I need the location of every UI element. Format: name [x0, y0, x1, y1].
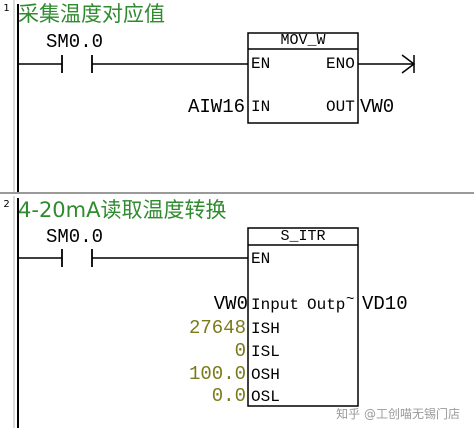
watermark: 知乎 @工创喵无锡门店 [336, 407, 460, 421]
s-itr-output-operand[interactable]: VD10 [362, 293, 408, 315]
rung1-contact-label: SM0.0 [46, 31, 104, 53]
s-itr-title: S_ITR [280, 228, 326, 245]
rung2-title: 4-20mA读取温度转换 [18, 198, 227, 222]
s-itr-pin-osl: OSL [251, 388, 280, 406]
s-itr-pin-osh: OSH [251, 366, 280, 384]
mov-w-pin-eno: ENO [326, 55, 355, 73]
rung2-contact-label: SM0.0 [46, 226, 104, 248]
s-itr-input-operand[interactable]: VW0 [213, 293, 248, 315]
mov-w-pin-in: IN [251, 98, 271, 116]
s-itr-osh-value[interactable]: 100.0 [188, 363, 246, 385]
mov-w-block[interactable] [247, 32, 359, 124]
s-itr-pin-outp: Outp [307, 296, 346, 314]
s-itr-pin-en: EN [251, 250, 271, 268]
rung2-number: 2 [3, 199, 10, 210]
mov-w-in-operand[interactable]: AIW16 [188, 96, 246, 118]
rung1-number: 1 [3, 3, 10, 14]
tilde-connector-icon: ~ [346, 292, 355, 308]
s-itr-ish-value[interactable]: 27648 [188, 317, 246, 339]
rung1-title: 采集温度对应值 [18, 2, 165, 26]
eno-output-wire [358, 54, 416, 74]
mov-w-pin-out: OUT [326, 98, 355, 116]
s-itr-block[interactable] [247, 227, 359, 407]
rung2-contact[interactable] [18, 249, 248, 267]
s-itr-pin-isl: ISL [251, 343, 280, 361]
mov-w-title: MOV_W [280, 32, 326, 49]
s-itr-isl-value[interactable]: 0 [234, 340, 246, 362]
s-itr-pin-input: Input [251, 296, 300, 314]
mov-w-pin-en: EN [251, 55, 271, 73]
mov-w-out-operand[interactable]: VW0 [360, 96, 395, 118]
s-itr-osl-value[interactable]: 0.0 [211, 385, 246, 407]
rung1-contact[interactable] [18, 55, 248, 73]
s-itr-pin-ish: ISH [251, 320, 280, 338]
